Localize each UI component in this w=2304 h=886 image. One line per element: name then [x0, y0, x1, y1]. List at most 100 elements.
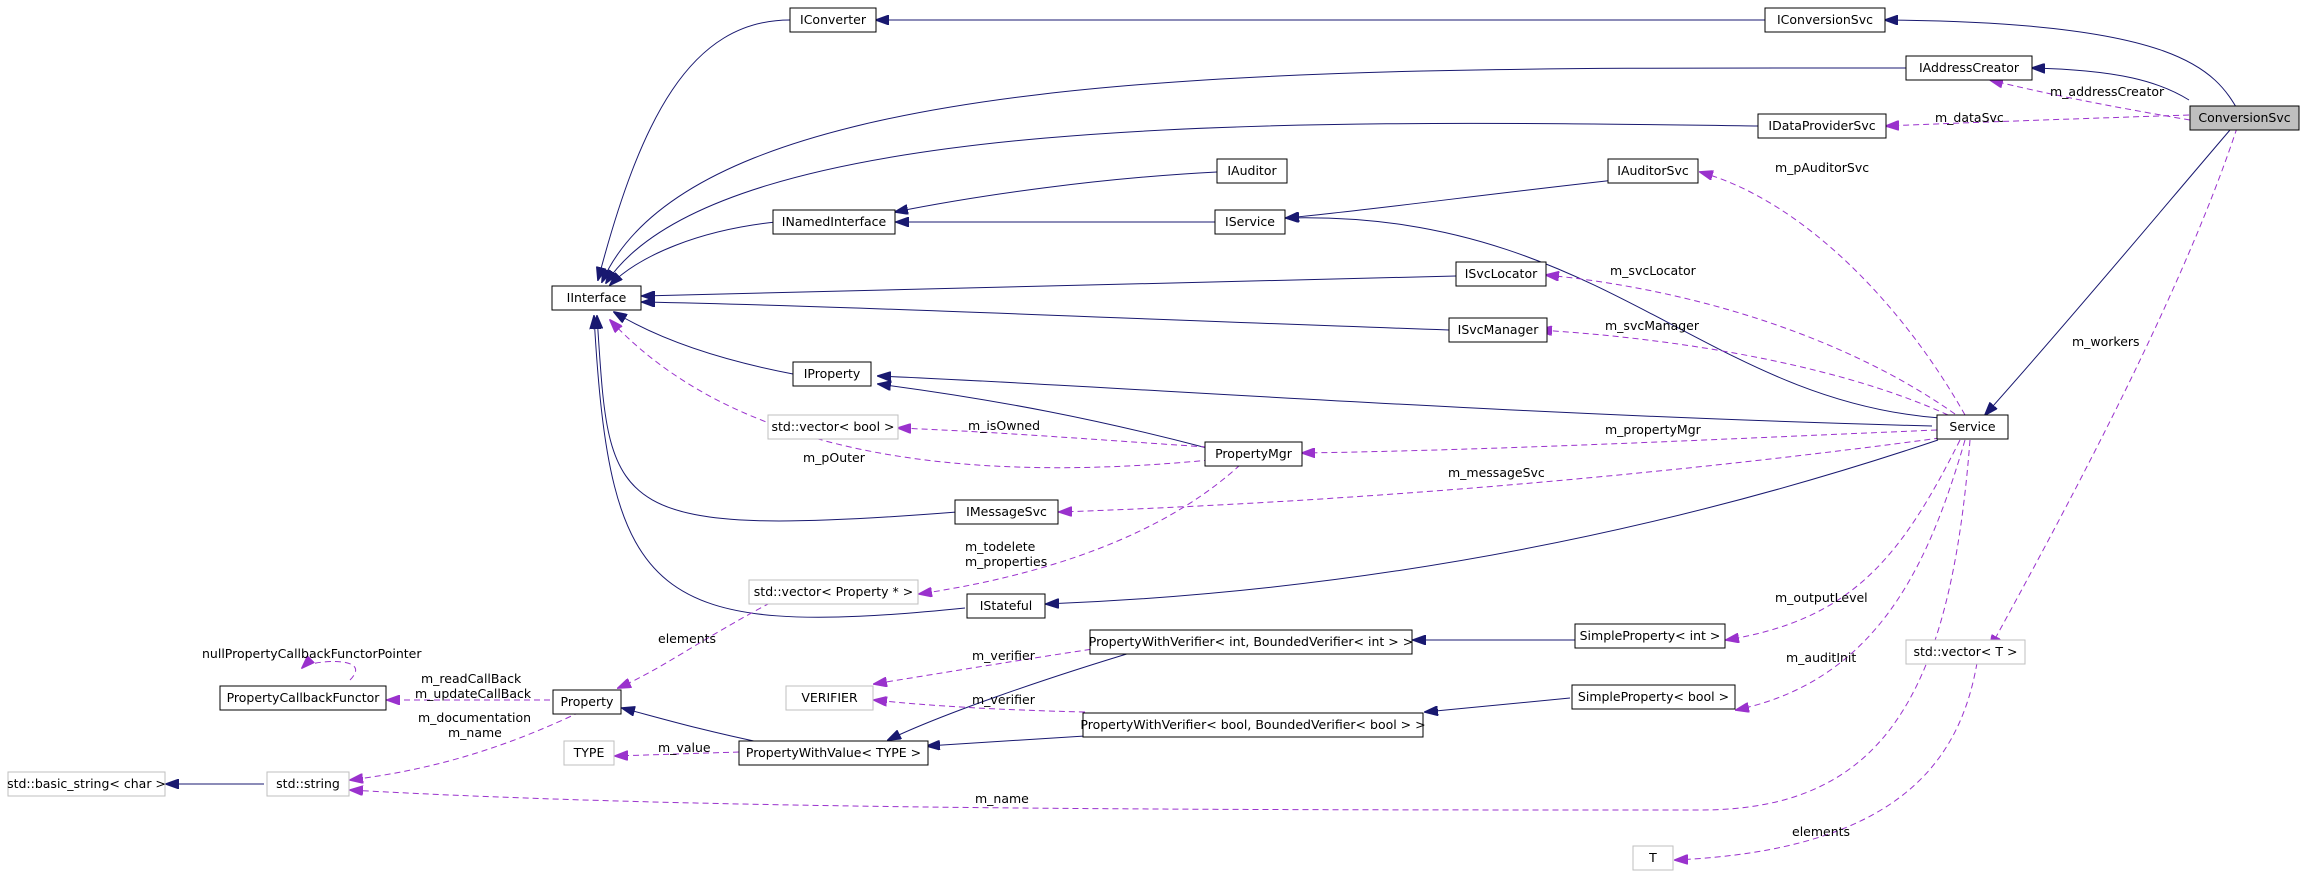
node-label: std::basic_string< char > — [7, 776, 166, 791]
edge-pwv-bool-propertywithvalue — [927, 735, 1086, 746]
label-m-name-service: m_name — [975, 791, 1029, 806]
edge-inamedinterface-iinterface — [610, 221, 777, 285]
edge-m-pauditorsvc — [1700, 172, 1966, 416]
label-m-documentation: m_documentation — [418, 710, 531, 725]
edge-imessagesvc-iinterface — [597, 316, 958, 522]
edge-m-todelete-m-properties — [919, 464, 1241, 594]
edge-conversionsvc-iconversionsvc — [1885, 20, 2240, 113]
node-label: Property — [561, 694, 614, 709]
node-iauditor[interactable]: IAuditor — [1216, 158, 1288, 184]
label-elements-t: elements — [1792, 824, 1850, 839]
node-t[interactable]: T — [1632, 845, 1674, 871]
node-iauditorsvc[interactable]: IAuditorSvc — [1607, 158, 1699, 184]
node-label: PropertyMgr — [1215, 446, 1293, 461]
node-isvcmanager[interactable]: ISvcManager — [1448, 317, 1548, 343]
inheritance-edges — [166, 20, 2240, 784]
node-iaddresscreator[interactable]: IAddressCreator — [1905, 55, 2033, 81]
node-label: T — [1648, 850, 1657, 865]
label-m-verifier-bool: m_verifier — [972, 692, 1036, 707]
edge-m-isowned — [898, 428, 1208, 448]
node-label: IMessageSvc — [966, 504, 1047, 519]
label-m-properties: m_properties — [965, 554, 1047, 569]
usage-edges — [302, 80, 2238, 860]
edge-m-workers — [1990, 127, 2238, 648]
edge-m-svclocator — [1546, 275, 1956, 415]
node-iconverter[interactable]: IConverter — [789, 7, 877, 33]
label-m-pouter: m_pOuter — [803, 450, 866, 465]
edge-m-propertymgr — [1302, 429, 1938, 453]
label-elements-property: elements — [658, 631, 716, 646]
node-basic-string[interactable]: std::basic_string< char > — [7, 771, 166, 797]
edge-m-pouter — [610, 320, 1211, 469]
edge-m-verifier-bool — [874, 700, 1086, 713]
edge-m-auditinit — [1736, 439, 1966, 710]
label-m-addresscreator: m_addressCreator — [2050, 84, 2165, 99]
edge-nullpropertycallbackfunctorpointer — [302, 661, 357, 681]
edge-service-iproperty — [878, 376, 1933, 427]
node-property[interactable]: Property — [552, 689, 622, 715]
node-label: IStateful — [980, 598, 1033, 613]
node-type[interactable]: TYPE — [563, 740, 615, 766]
node-service[interactable]: Service — [1936, 414, 2009, 440]
edge-m-documentation-m-name — [350, 711, 581, 780]
label-m-outputlevel: m_outputLevel — [1775, 590, 1868, 605]
node-simpleproperty-bool[interactable]: SimpleProperty< bool > — [1571, 684, 1736, 710]
node-iinterface[interactable]: IInterface — [551, 285, 642, 311]
label-m-workers: m_workers — [2072, 334, 2140, 349]
edge-iauditor-inamedinterface — [895, 171, 1218, 212]
edge-conversionsvc-iaddresscreator — [2032, 68, 2190, 101]
node-propertycallbackfunctor[interactable]: PropertyCallbackFunctor — [219, 685, 387, 711]
label-m-name-property: m_name — [448, 725, 502, 740]
node-label: IInterface — [567, 290, 627, 305]
label-m-updatecallback: m_updateCallBack — [415, 686, 532, 701]
node-istateful[interactable]: IStateful — [966, 593, 1046, 619]
node-label: PropertyCallbackFunctor — [227, 690, 381, 705]
edge-idataprovidersvc-iinterface — [606, 122, 1759, 283]
node-iproperty[interactable]: IProperty — [792, 361, 872, 387]
node-label: IAuditorSvc — [1617, 163, 1689, 178]
node-inamedinterface[interactable]: INamedInterface — [772, 209, 896, 235]
node-label: VERIFIER — [801, 690, 858, 705]
label-m-svclocator: m_svcLocator — [1610, 263, 1697, 278]
node-propertywithvalue[interactable]: PropertyWithValue< TYPE > — [738, 740, 929, 766]
node-isvclocator[interactable]: ISvcLocator — [1455, 261, 1547, 287]
edge-iproperty-iinterface — [614, 312, 794, 375]
label-m-messagesvc: m_messageSvc — [1448, 465, 1545, 480]
node-idataprovidersvc[interactable]: IDataProviderSvc — [1757, 113, 1887, 139]
node-vector-property[interactable]: std::vector< Property * > — [748, 579, 919, 605]
node-label: Service — [1949, 419, 1996, 434]
edge-m-svcmanager — [1539, 330, 1949, 416]
label-m-verifier-int: m_verifier — [972, 648, 1036, 663]
node-conversionsvc[interactable]: ConversionSvc — [2189, 105, 2300, 131]
node-pwv-bool[interactable]: PropertyWithVerifier< bool, BoundedVerif… — [1080, 712, 1426, 738]
node-label: ISvcLocator — [1465, 266, 1538, 281]
node-label: PropertyWithVerifier< int, BoundedVerifi… — [1089, 634, 1413, 649]
edge-service-iservice — [1286, 218, 1941, 419]
node-iconversionsvc[interactable]: IConversionSvc — [1764, 7, 1886, 33]
node-label: IAuditor — [1227, 163, 1277, 178]
node-vector-t[interactable]: std::vector< T > — [1905, 639, 2026, 665]
node-imessagesvc[interactable]: IMessageSvc — [954, 499, 1059, 525]
node-verifier[interactable]: VERIFIER — [785, 685, 874, 711]
edge-m-value — [615, 752, 740, 756]
node-propertymgr[interactable]: PropertyMgr — [1204, 441, 1303, 467]
edge-iauditorsvc-iservice — [1286, 179, 1616, 218]
label-m-value: m_value — [658, 740, 711, 755]
edge-conversionsvc-service — [1985, 129, 2231, 415]
node-label: SimpleProperty< int > — [1580, 628, 1721, 643]
node-label: IAddressCreator — [1919, 60, 2020, 75]
edge-pwv-int-propertywithvalue — [888, 649, 1141, 740]
node-label: ConversionSvc — [2198, 110, 2290, 125]
node-pwv-int[interactable]: PropertyWithVerifier< int, BoundedVerifi… — [1089, 629, 1413, 655]
edge-elements-t — [1675, 662, 1978, 860]
edge-service-istateful — [1046, 439, 1939, 604]
node-label: INamedInterface — [782, 214, 887, 229]
node-iservice[interactable]: IService — [1214, 209, 1286, 235]
label-m-pauditorsvc: m_pAuditorSvc — [1775, 160, 1869, 175]
node-label: ISvcManager — [1458, 322, 1540, 337]
node-label: PropertyWithVerifier< bool, BoundedVerif… — [1080, 717, 1425, 732]
node-vector-bool[interactable]: std::vector< bool > — [767, 414, 899, 440]
node-string[interactable]: std::string — [266, 771, 350, 797]
node-simpleproperty-int[interactable]: SimpleProperty< int > — [1574, 623, 1726, 649]
